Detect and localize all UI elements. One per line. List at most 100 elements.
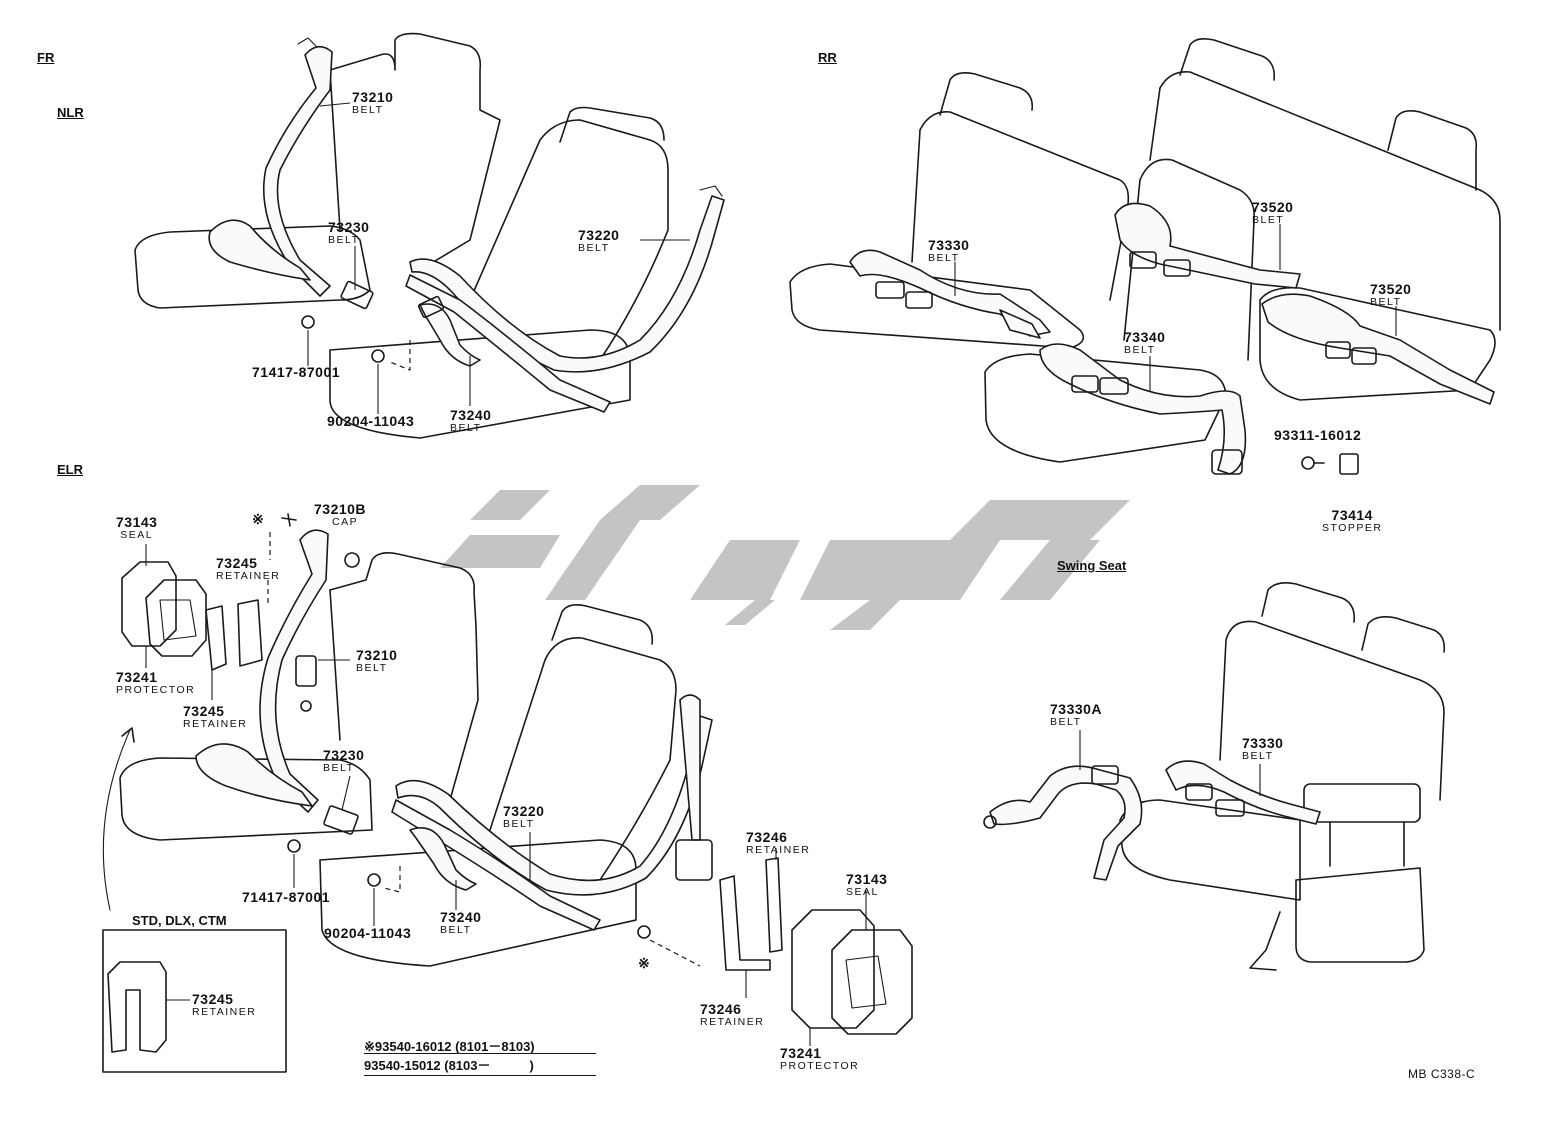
part-name: CAP <box>332 516 359 528</box>
swing-seat-assembly <box>983 582 1446 971</box>
section-fr: FR <box>37 50 55 65</box>
part-name: SEAL <box>846 886 879 898</box>
callout-73210-fr: 73210 BELT <box>352 90 393 116</box>
part-number: 73230 <box>328 219 370 235</box>
part-number: 73210B <box>314 501 367 517</box>
callout-73240-fr: 73240 BELT <box>450 408 491 434</box>
part-number: 73241 <box>116 669 158 685</box>
callout-90204-11043-fr: 90204-11043 <box>327 414 414 429</box>
part-number: 73245 <box>192 991 234 1007</box>
callout-73414-rr: 73414 STOPPER <box>1322 508 1383 534</box>
rr-assembly <box>789 38 1501 475</box>
part-name: PROTECTOR <box>116 684 196 696</box>
part-name: BELT <box>1050 716 1082 728</box>
part-name: BELT <box>352 104 384 116</box>
callout-73230-fr: 73230 BELT <box>328 220 369 246</box>
part-name: RETAINER <box>746 844 811 856</box>
asterisk-symbol: ※ <box>638 955 651 971</box>
footnote-93540-15012: 93540-15012 (8103－ ) <box>364 1053 596 1076</box>
part-number: 73246 <box>700 1001 742 1017</box>
part-number: 73246 <box>746 829 788 845</box>
part-number: 73143 <box>116 514 158 530</box>
part-name: BLET <box>1252 214 1285 226</box>
part-number: 73245 <box>183 703 225 719</box>
fr-nlr-assembly <box>134 32 725 439</box>
part-number: 73520 <box>1370 281 1412 297</box>
part-number: 90204-11043 <box>324 925 412 941</box>
part-number: 73245 <box>216 555 258 571</box>
part-number: 73330A <box>1050 701 1103 717</box>
part-number: 73210 <box>356 647 398 663</box>
callout-73245-elr-upper: 73245 RETAINER <box>216 556 280 582</box>
section-elr: ELR <box>57 462 83 477</box>
part-number: 73230 <box>323 747 365 763</box>
callout-73143-elr-left: 73143 SEAL <box>116 515 157 541</box>
part-name: PROTECTOR <box>780 1060 860 1072</box>
part-name: BELT <box>1242 750 1274 762</box>
callout-71417-87001-fr: 71417-87001 <box>252 365 340 380</box>
watermark-logo <box>440 485 1130 630</box>
part-name: BELT <box>356 662 388 674</box>
elr-assembly <box>102 513 913 1073</box>
callout-73520-upper-rr: 73520 BLET <box>1252 200 1293 226</box>
section-nlr: NLR <box>57 105 84 120</box>
part-name: BELT <box>323 762 355 774</box>
part-name: BELT <box>328 234 360 246</box>
part-name: BELT <box>450 422 482 434</box>
part-name: BELT <box>503 818 535 830</box>
part-number: 73520 <box>1252 199 1294 215</box>
callout-73330-swing: 73330 BELT <box>1242 736 1283 762</box>
callout-73241-elr-right: 73241 PROTECTOR <box>780 1046 859 1072</box>
callout-90204-11043-elr: 90204-11043 <box>324 926 411 941</box>
part-number: 73240 <box>450 407 492 423</box>
part-number: 73414 <box>1331 507 1373 523</box>
part-name: STOPPER <box>1322 522 1383 534</box>
part-number: 73143 <box>846 871 888 887</box>
part-name: RETAINER <box>192 1006 257 1018</box>
part-number: 73240 <box>440 909 482 925</box>
asterisk-mark-right-bolt: ※ <box>638 956 650 971</box>
part-number: 71417-87001 <box>242 889 331 905</box>
callout-73143-elr-right: 73143 SEAL <box>846 872 887 898</box>
part-name: BELT <box>1370 296 1402 308</box>
part-number: 73210 <box>352 89 394 105</box>
section-rr: RR <box>818 50 837 65</box>
callout-73245-elr-lower: 73245 RETAINER <box>183 704 247 730</box>
part-number: 73241 <box>780 1045 822 1061</box>
callout-73210-elr: 73210 BELT <box>356 648 397 674</box>
callout-73241-elr-left: 73241 PROTECTOR <box>116 670 195 696</box>
callout-73330-rr: 73330 BELT <box>928 238 969 264</box>
part-name: RETAINER <box>700 1016 765 1028</box>
section-swing-seat: Swing Seat <box>1057 558 1127 573</box>
asterisk-symbol: ※ <box>252 511 265 527</box>
part-number: 90204-11043 <box>327 413 415 429</box>
callout-73330a-swing: 73330A BELT <box>1050 702 1102 728</box>
part-name: BELT <box>440 924 472 936</box>
part-number: 73220 <box>503 803 545 819</box>
part-number: 73220 <box>578 227 620 243</box>
callout-93311-16012-rr: 93311-16012 <box>1274 428 1361 443</box>
part-name: BELT <box>1124 344 1156 356</box>
diagram-code: MB C338-C <box>1408 1067 1476 1081</box>
callout-73520-lower-rr: 73520 BELT <box>1370 282 1411 308</box>
part-number: 73330 <box>928 237 970 253</box>
callout-73220-elr: 73220 BELT <box>503 804 544 830</box>
callout-73240-elr: 73240 BELT <box>440 910 481 936</box>
asterisk-mark-bolt: ※ <box>252 512 264 527</box>
part-number: 73330 <box>1242 735 1284 751</box>
callout-73210b-elr: 73210B CAP <box>314 502 366 528</box>
footnote-93540-16012: ※93540-16012 (8101－8103) <box>364 1039 535 1054</box>
inset-grade-label: STD, DLX, CTM <box>132 913 227 928</box>
callout-73340-rr: 73340 BELT <box>1124 330 1165 356</box>
callout-71417-87001-elr: 71417-87001 <box>242 890 330 905</box>
part-name: RETAINER <box>216 570 281 582</box>
callout-73246-elr-lower: 73246 RETAINER <box>700 1002 764 1028</box>
callout-73230-elr: 73230 BELT <box>323 748 364 774</box>
callout-73246-elr-upper: 73246 RETAINER <box>746 830 810 856</box>
part-number: 73340 <box>1124 329 1166 345</box>
part-name: BELT <box>928 252 960 264</box>
part-name: SEAL <box>120 529 154 541</box>
part-number: 93311-16012 <box>1274 427 1362 443</box>
part-number: 71417-87001 <box>252 364 341 380</box>
